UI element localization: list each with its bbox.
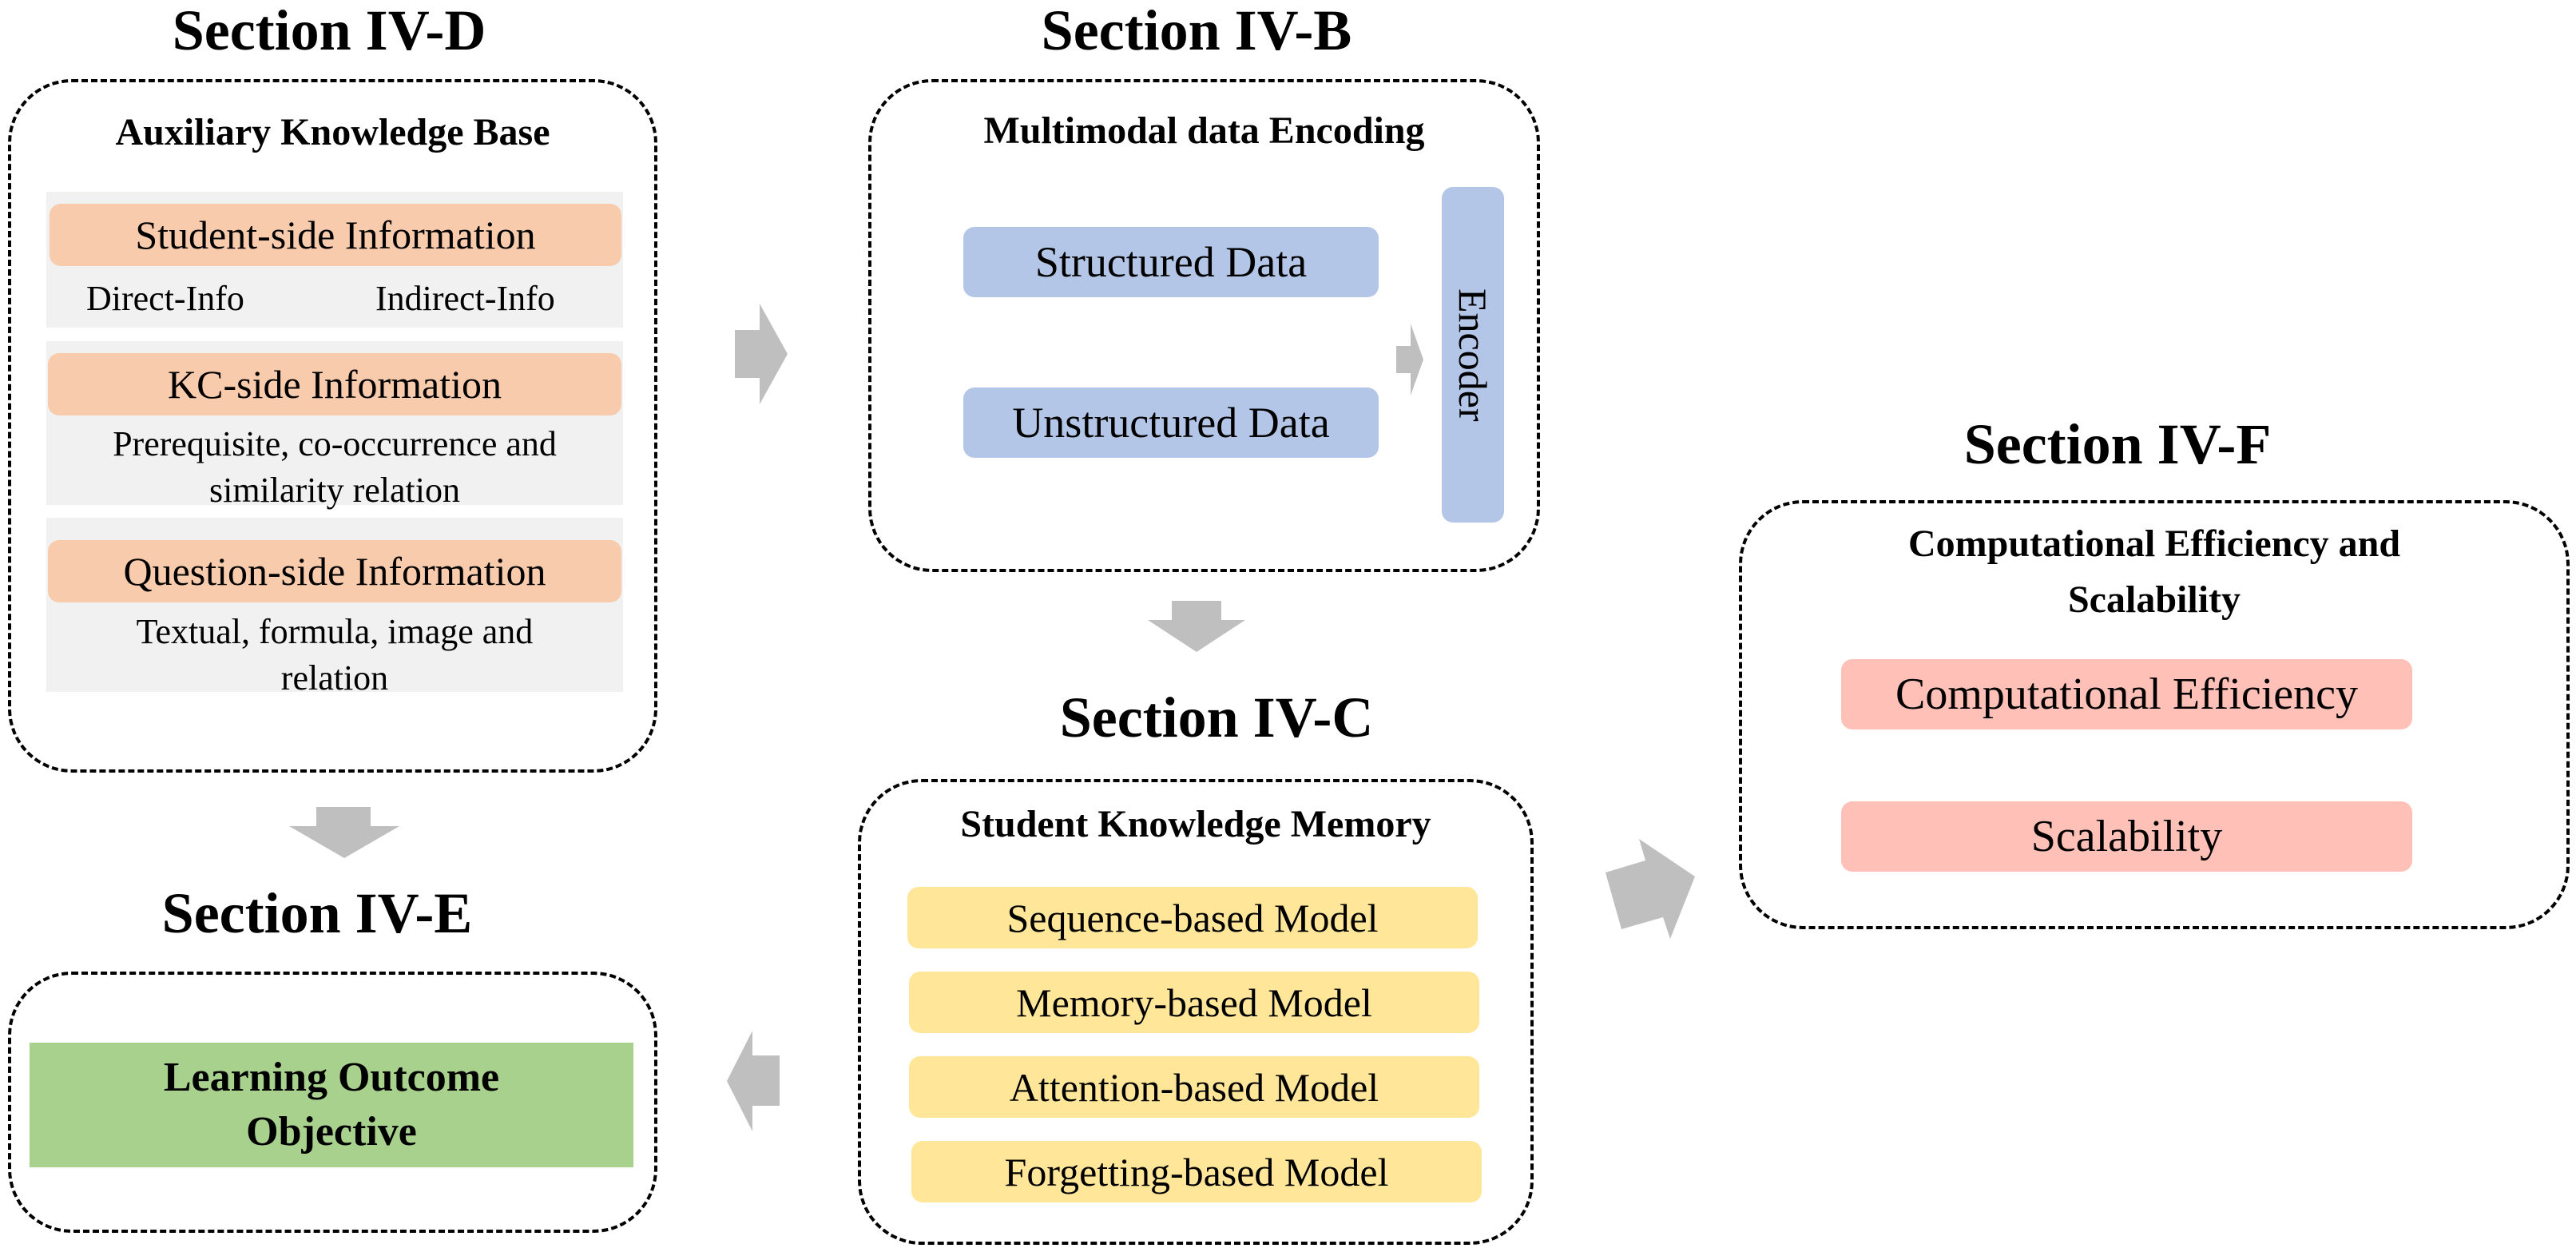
computational-efficiency-scalability-box: Computational Efficiency and Scalability (1739, 500, 2570, 929)
indirect-info-label: Indirect-Info (375, 279, 555, 318)
learning-outcome-objective-block: Learning Outcome Objective (30, 1043, 633, 1167)
kc-side-panel: KC-side Information Prerequisite, co-occ… (46, 341, 623, 510)
attention-based-model-block: Attention-based Model (909, 1056, 1479, 1118)
learning-outcome-box (8, 972, 657, 1233)
sequence-based-model-block: Sequence-based Model (907, 887, 1478, 948)
section-iv-c-title: Section IV-C (1059, 686, 1374, 749)
kc-side-details-line2: similarity relation (208, 471, 461, 510)
multimodal-data-encoding-title: Multimodal data Encoding (983, 109, 1425, 152)
encoder-block: Encoder (1442, 187, 1504, 523)
section-iv-f-title: Section IV-F (1963, 412, 2272, 476)
section-iv-d-title: Section IV-D (172, 0, 486, 62)
student-side-panel: Student-side Information Direct-Info Ind… (46, 192, 623, 328)
learning-outcome-line2: Objective (246, 1109, 417, 1155)
arrow-right-d-to-b-icon (735, 304, 788, 404)
auxiliary-knowledge-base-title: Auxiliary Knowledge Base (115, 111, 550, 153)
arrow-up-right-c-to-f-icon (1606, 839, 1695, 939)
f-box-title-line2: Scalability (2067, 578, 2241, 621)
kc-side-information-label: KC-side Information (48, 353, 621, 415)
arrow-down-d-to-e-icon (289, 807, 399, 858)
auxiliary-knowledge-base-box: Auxiliary Knowledge Base (8, 79, 657, 773)
student-side-information-label: Student-side Information (50, 204, 621, 266)
structured-data-block: Structured Data (963, 227, 1379, 297)
arrow-left-c-to-e-icon (727, 1031, 780, 1131)
memory-based-model-block: Memory-based Model (909, 972, 1479, 1033)
student-knowledge-memory-box: Student Knowledge Memory (858, 779, 1534, 1245)
multimodal-data-encoding-box: Multimodal data Encoding (868, 79, 1540, 572)
forgetting-based-model-block: Forgetting-based Model (911, 1141, 1482, 1202)
encoder-label: Encoder (1451, 288, 1495, 422)
question-side-panel: Question-side Information Textual, formu… (46, 518, 623, 698)
computational-efficiency-block: Computational Efficiency (1841, 659, 2412, 729)
f-box-title-line1: Computational Efficiency and (1907, 523, 2401, 565)
question-side-details-line2: relation (280, 658, 389, 698)
arrow-down-b-to-c-icon (1148, 601, 1245, 652)
learning-outcome-line1: Learning Outcome (163, 1055, 500, 1100)
student-knowledge-memory-title: Student Knowledge Memory (960, 803, 1431, 845)
encoder-input-arrow-icon (1396, 324, 1423, 395)
section-iv-e-title: Section IV-E (161, 881, 473, 945)
direct-info-label: Direct-Info (86, 279, 244, 318)
kc-side-details-line1: Prerequisite, co-occurrence and (113, 424, 557, 463)
question-side-information-label: Question-side Information (48, 540, 621, 602)
question-side-details-line1: Textual, formula, image and (136, 612, 534, 651)
unstructured-data-block: Unstructured Data (963, 388, 1379, 458)
section-iv-b-title: Section IV-B (1041, 0, 1352, 62)
scalability-block: Scalability (1841, 801, 2412, 872)
